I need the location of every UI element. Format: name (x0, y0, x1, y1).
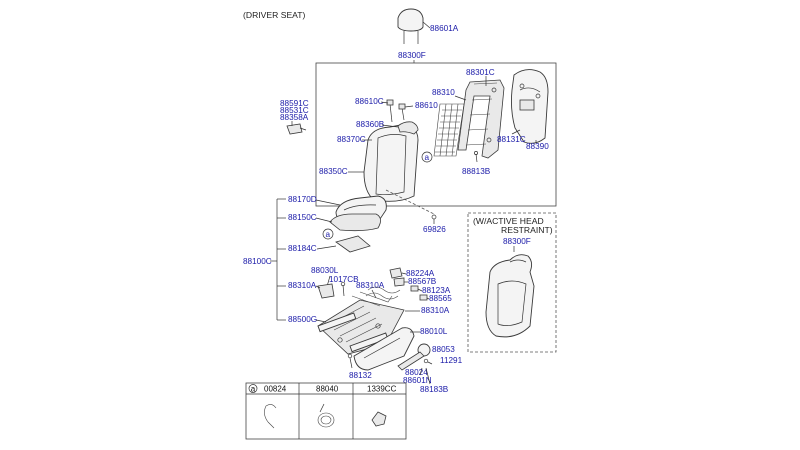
fastener-legend-table: a 00824 88040 1339CC (245, 382, 407, 440)
callout-88053: 88053 (432, 345, 455, 354)
clamp-icon (317, 412, 335, 428)
clip-88565 (419, 294, 428, 301)
height-lever (317, 283, 335, 299)
callout-88030L: 88030L (311, 266, 339, 275)
callout-88610: 88610 (415, 101, 438, 110)
backrest-assembly-box (315, 62, 557, 207)
seat-spring-wire (367, 286, 401, 294)
bracket-88224A (389, 267, 403, 279)
marker-a-cushion-label: a (326, 230, 331, 239)
callout-88350C: 88350C (319, 167, 348, 176)
legend-code-00824: 00824 (264, 385, 287, 394)
diagram-title: (DRIVER SEAT) (243, 10, 306, 20)
legend-marker-a-label: a (251, 384, 256, 393)
callout-1017CB: 1017CB (329, 275, 359, 284)
seat-heater-mat (335, 235, 371, 253)
bolt-1017CB (340, 281, 346, 297)
callout-88360B: 88360B (356, 120, 385, 129)
callout-88184C: 88184C (288, 244, 317, 253)
callout-88813B: 88813B (462, 167, 491, 176)
callout-69826: 69826 (423, 225, 446, 234)
callout-88131C: 88131C (497, 135, 526, 144)
callout-88170D: 88170D (288, 195, 317, 204)
back-board (510, 69, 549, 144)
back-pad (397, 121, 419, 135)
marker-a-backrest-label: a (425, 153, 430, 162)
suspension-mat (433, 103, 465, 157)
callout-88010L: 88010L (420, 327, 448, 336)
clip-88123A (410, 285, 419, 292)
bracket-88567B (393, 277, 405, 287)
callout-88310A-right: 88310A (421, 306, 450, 315)
headrest (397, 8, 431, 44)
callout-88132: 88132 (349, 371, 372, 380)
callout-88123A: 88123A (422, 286, 451, 295)
recliner-knob (286, 123, 307, 135)
backrest-cover (363, 123, 419, 202)
inset-title-line1: (W/ACTIVE HEAD (473, 216, 544, 226)
bolt-88132 (347, 353, 353, 369)
legend-code-1339CC: 1339CC (367, 385, 397, 394)
active-head-restraint-seatback (485, 254, 535, 338)
inset-title-line2: RESTRAINT) (501, 225, 553, 235)
callout-88358A: 88358A (280, 113, 309, 122)
callout-88150C: 88150C (288, 213, 317, 222)
hog-ring-icon (264, 404, 277, 423)
callout-88567B: 88567B (408, 277, 437, 286)
callout-88370C: 88370C (337, 135, 366, 144)
seatback-frame (457, 79, 505, 159)
active-head-restraint-inset (467, 212, 557, 353)
legend-code-88040: 88040 (316, 385, 339, 394)
callout-88301C: 88301C (466, 68, 495, 77)
push-clip-icon (371, 411, 387, 427)
seat-cushion-pad (329, 213, 381, 232)
callout-88601A: 88601A (430, 24, 459, 33)
callout-88610C: 88610C (355, 97, 384, 106)
callout-88183B: 88183B (420, 385, 449, 394)
inset-part-88300F: 88300F (503, 237, 531, 246)
callout-88531C: 88531C (280, 106, 309, 115)
legend-marker-a (248, 384, 258, 393)
callout-88310A-left: 88310A (288, 281, 317, 290)
side-shield (353, 327, 415, 371)
callout-88591C: 88591C (280, 99, 309, 108)
screw-11291 (423, 358, 433, 365)
clip-69826 (431, 214, 437, 224)
callout-88300F: 88300F (398, 51, 426, 60)
callout-88310: 88310 (432, 88, 455, 97)
callout-88310A-mid: 88310A (356, 281, 385, 290)
fastener-88610C (386, 99, 394, 123)
fastener-88813B (474, 151, 478, 163)
marker-a-cushion (322, 228, 334, 240)
marker-a-backrest (421, 151, 433, 163)
callout-88500G: 88500G (288, 315, 317, 324)
fastener-88610 (398, 103, 406, 121)
callout-88100C: 88100C (243, 257, 272, 266)
callout-88024: 88024 (405, 368, 428, 377)
callout-88601N: 88601N (403, 376, 432, 385)
lever-88024 (397, 351, 425, 371)
callout-88565: 88565 (429, 294, 452, 303)
callout-88224A: 88224A (406, 269, 435, 278)
callout-88390: 88390 (526, 142, 549, 151)
callout-11291: 11291 (440, 356, 463, 365)
